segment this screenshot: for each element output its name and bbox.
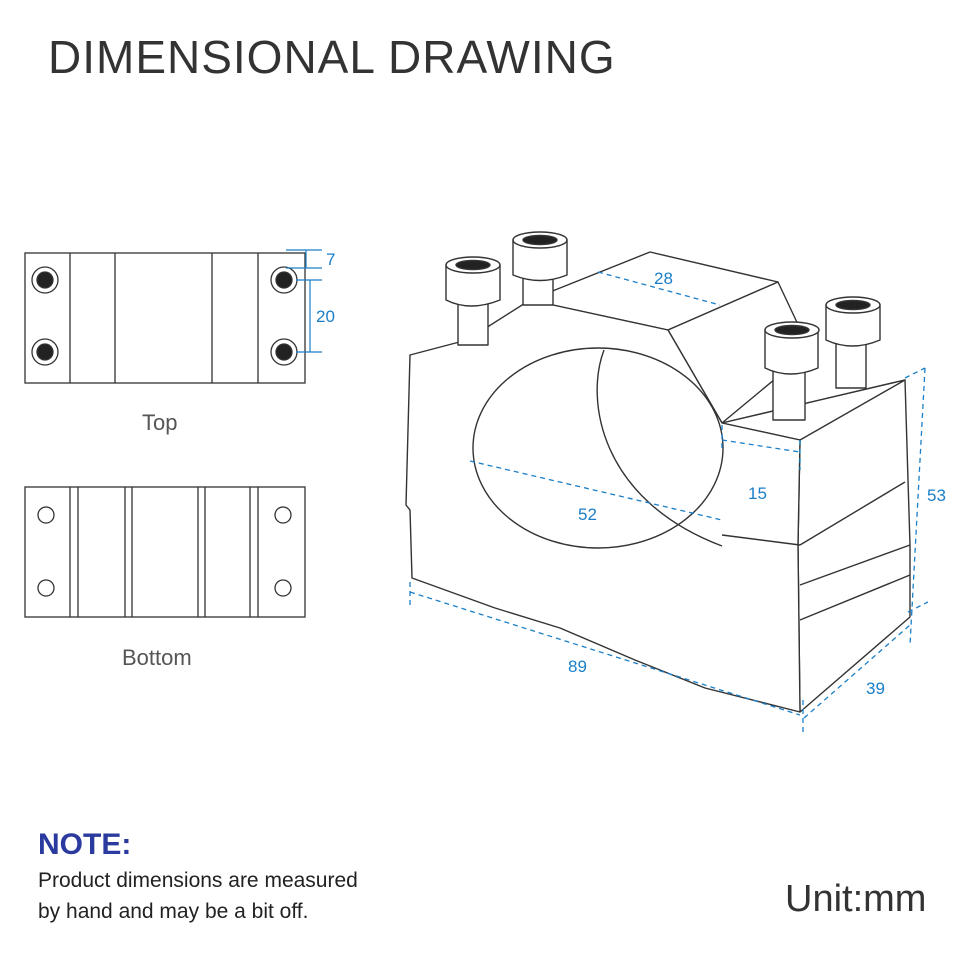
top-bolt-holes [31, 266, 298, 366]
top-view-caption: Top [142, 410, 178, 435]
note-line-2: by hand and may be a bit off. [38, 900, 309, 923]
top-view [24, 252, 306, 384]
dim-hole-spacing: 20 [316, 307, 335, 326]
note-line-1: Product dimensions are measured [38, 869, 358, 892]
dim-top-edge-offset: 7 [326, 250, 335, 269]
dim-length: 89 [568, 657, 587, 676]
isometric-dimension-lines [409, 271, 929, 735]
top-view-dimension-lines [286, 249, 322, 353]
bottom-view-outline [24, 486, 306, 618]
isometric-clamp [405, 231, 911, 713]
dim-bore-diameter: 52 [578, 505, 597, 524]
bottom-bolt-holes [37, 506, 292, 597]
dim-depth: 39 [866, 679, 885, 698]
unit-label: Unit:mm [785, 878, 927, 920]
dim-step-height: 15 [748, 484, 767, 503]
dim-height: 53 [927, 486, 946, 505]
bottom-view-caption: Bottom [122, 645, 192, 670]
note-heading: NOTE: [38, 828, 132, 861]
dim-top-width: 28 [654, 269, 673, 288]
clamp-bore [472, 347, 724, 549]
bottom-view [24, 486, 306, 618]
page-title: DIMENSIONAL DRAWING [48, 31, 616, 83]
top-view-outline [24, 252, 306, 384]
clamp-bolts [445, 231, 881, 421]
